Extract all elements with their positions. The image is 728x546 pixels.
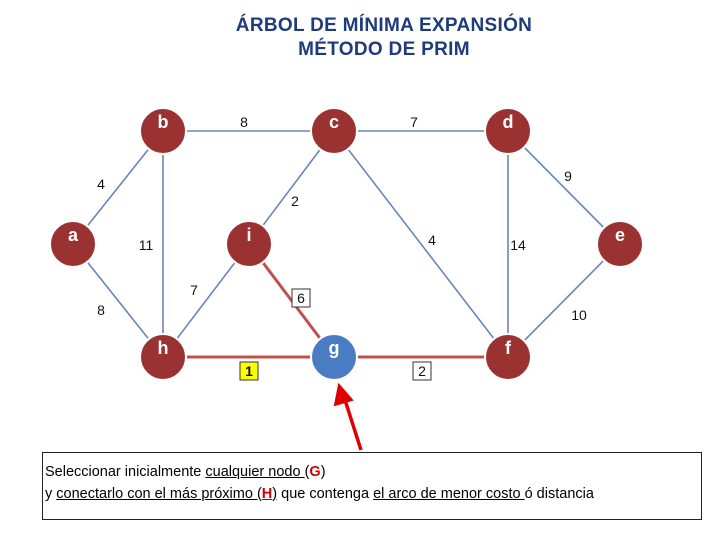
weight-label-i-h: 7: [190, 282, 198, 298]
caption-text: ó distancia: [524, 486, 594, 502]
caption-text: ): [272, 486, 278, 502]
node-c: [310, 107, 358, 155]
node-label-d: d: [503, 112, 514, 132]
weight-label-g-f: 2: [418, 363, 426, 379]
node-label-b: b: [158, 112, 169, 132]
weight-box-g-f: [412, 361, 432, 381]
caption-text: que contenga: [277, 486, 374, 502]
node-a: [49, 220, 97, 268]
caption-any-node: cualquier nodo: [205, 464, 305, 480]
node-b: [139, 107, 187, 155]
node-d: [484, 107, 532, 155]
caption-lowest-cost: el arco de menor costo: [373, 486, 525, 502]
caption-node-h: H: [261, 486, 273, 502]
weight-label-a-h: 8: [97, 302, 105, 318]
weight-label-b-h: 11: [139, 237, 154, 253]
weight-label-h-g: 1: [245, 363, 253, 379]
caption-line-2: y conectarlo con el más próximo (H) que …: [45, 483, 697, 505]
node-e: [596, 220, 644, 268]
node-i: [225, 220, 273, 268]
node-label-h: h: [158, 338, 169, 358]
edge-e-f: [507, 243, 621, 358]
node-g: [310, 333, 358, 381]
node-label-g: g: [329, 338, 340, 358]
instruction-caption: Seleccionar inicialmente cualquier nodo …: [42, 452, 702, 520]
arrow-shaft: [343, 399, 363, 451]
weight-label-b-c: 8: [240, 114, 248, 130]
caption-node-g: G: [309, 464, 321, 480]
weight-box-h-g: [239, 361, 259, 381]
node-label-f: f: [505, 338, 512, 358]
node-f: [484, 333, 532, 381]
title-line-1: ÁRBOL DE MÍNIMA EXPANSIÓN: [235, 15, 533, 36]
edge-c-f: [333, 130, 509, 358]
nodes-layer: a b c d e i h g f: [49, 107, 644, 381]
weight-label-i-g: 6: [297, 290, 305, 306]
edge-d-e: [507, 130, 621, 245]
caption-text: y: [45, 486, 57, 502]
weight-label-e-f: 10: [571, 307, 587, 323]
title-line-2: MÉTODO DE PRIM: [298, 39, 470, 60]
arrow-head: [333, 382, 354, 407]
weight-label-a-b: 4: [97, 176, 105, 192]
weight-label-c-i: 2: [291, 193, 299, 209]
node-label-c: c: [329, 112, 339, 132]
weight-label-c-d: 7: [410, 114, 418, 130]
weight-label-c-f: 4: [428, 232, 436, 248]
node-h: [139, 333, 187, 381]
weight-label-d-f: 14: [510, 237, 526, 253]
edges-layer: [72, 130, 621, 359]
diagram-title: ÁRBOL DE MÍNIMA EXPANSIÓN MÉTODO DE PRIM: [0, 14, 728, 62]
caption-text: (: [304, 464, 310, 480]
pointer-arrow: [333, 382, 363, 451]
node-label-i: i: [246, 225, 251, 245]
caption-connect-closest: conectarlo con el más próximo (: [56, 486, 262, 502]
caption-text: ): [320, 464, 326, 480]
caption-line-1: Seleccionar inicialmente cualquier nodo …: [45, 461, 697, 483]
node-label-a: a: [68, 225, 79, 245]
edge-a-b: [72, 130, 164, 245]
edge-a-h: [72, 243, 164, 358]
caption-text: Seleccionar inicialmente: [45, 464, 206, 480]
weight-label-d-e: 9: [564, 168, 572, 184]
weight-labels-layer: 4 8 8 11 7 2 4 9 14 10 7 6 1 2: [97, 114, 587, 381]
weight-box-i-g: [291, 288, 311, 308]
node-label-e: e: [615, 225, 625, 245]
